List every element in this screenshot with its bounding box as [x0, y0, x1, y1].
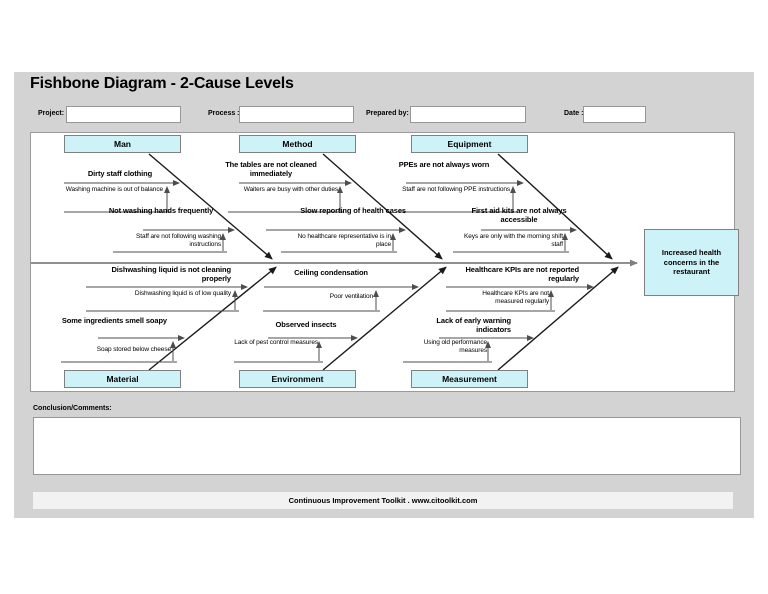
primary-cause-label: Slow reporting of health cases	[300, 206, 406, 215]
secondary-cause-label: Keys are only with the morning shift sta…	[463, 233, 563, 248]
project-input[interactable]	[66, 106, 181, 123]
primary-cause-label: Lack of early warning indicators	[436, 316, 511, 334]
primary-cause-label: Some ingredients smell soapy	[61, 316, 167, 325]
process-input[interactable]	[239, 106, 354, 123]
secondary-cause-label: Poor ventilation	[329, 293, 373, 300]
process-label: Process :	[208, 110, 240, 117]
prepared-by-label: Prepared by:	[366, 110, 409, 117]
secondary-connector-arrows	[164, 186, 568, 361]
date-label: Date :	[564, 110, 584, 117]
category-box-equipment: Equipment	[411, 135, 528, 153]
category-box-measurement: Measurement	[411, 370, 528, 388]
primary-cause-label: Observed insects	[275, 320, 337, 329]
secondary-cause-label: Staff are not following PPE instructions	[402, 186, 510, 193]
project-label: Project:	[38, 110, 65, 117]
bone-arrowheads	[264, 251, 619, 275]
effect-box: Increased health concerns in the restaur…	[644, 229, 739, 296]
secondary-cause-label: No healthcare representative is in place	[297, 233, 392, 248]
fishbone-lines-svg	[31, 153, 638, 371]
secondary-cause-label: Lack of pest control measures	[234, 339, 318, 346]
conclusion-comments-textarea[interactable]	[33, 417, 741, 475]
secondary-cause-label: Staff are not following washing instruct…	[136, 233, 221, 248]
secondary-cause-label: Washing machine is out of balance	[65, 186, 163, 193]
secondary-cause-label: Using old performance measures	[423, 339, 487, 354]
secondary-cause-label: Dishwashing liquid is of low quality	[134, 290, 231, 297]
category-box-material: Material	[64, 370, 181, 388]
category-box-man: Man	[64, 135, 181, 153]
secondary-cause-label: Soap stored below cheese	[96, 346, 171, 353]
secondary-cause-lines	[61, 211, 569, 363]
secondary-cause-label: Waiters are busy with other duties	[243, 186, 338, 193]
primary-cause-label: Dirty staff clothing	[87, 169, 153, 178]
worksheet-panel: Fishbone Diagram - 2-Cause Levels Projec…	[14, 72, 754, 518]
category-box-method: Method	[239, 135, 356, 153]
secondary-cause-label: Healthcare KPIs are not measured regular…	[482, 290, 549, 305]
primary-cause-label: PPEs are not always worn	[398, 160, 490, 169]
prepared-by-input[interactable]	[410, 106, 526, 123]
bone-lines	[148, 153, 618, 371]
primary-cause-label: First aid kits are not always accessible	[471, 206, 567, 224]
category-box-environment: Environment	[239, 370, 356, 388]
primary-cause-label: The tables are not cleaned immediately	[225, 160, 317, 178]
date-input[interactable]	[583, 106, 646, 123]
primary-cause-arrows	[64, 180, 594, 341]
conclusion-label: Conclusion/Comments:	[33, 405, 112, 412]
fishbone-diagram-area: Man Method Equipment Material Environmen…	[30, 132, 739, 392]
page-title: Fishbone Diagram - 2-Cause Levels	[30, 75, 294, 92]
footer-bar: Continuous Improvement Toolkit . www.cit…	[33, 492, 733, 509]
primary-cause-label: Dishwashing liquid is not cleaning prope…	[111, 265, 231, 283]
primary-cause-label: Not washing hands frequently	[108, 206, 214, 215]
primary-cause-label: Healthcare KPIs are not reported regular…	[465, 265, 579, 283]
primary-cause-label: Ceiling condensation	[294, 268, 368, 277]
